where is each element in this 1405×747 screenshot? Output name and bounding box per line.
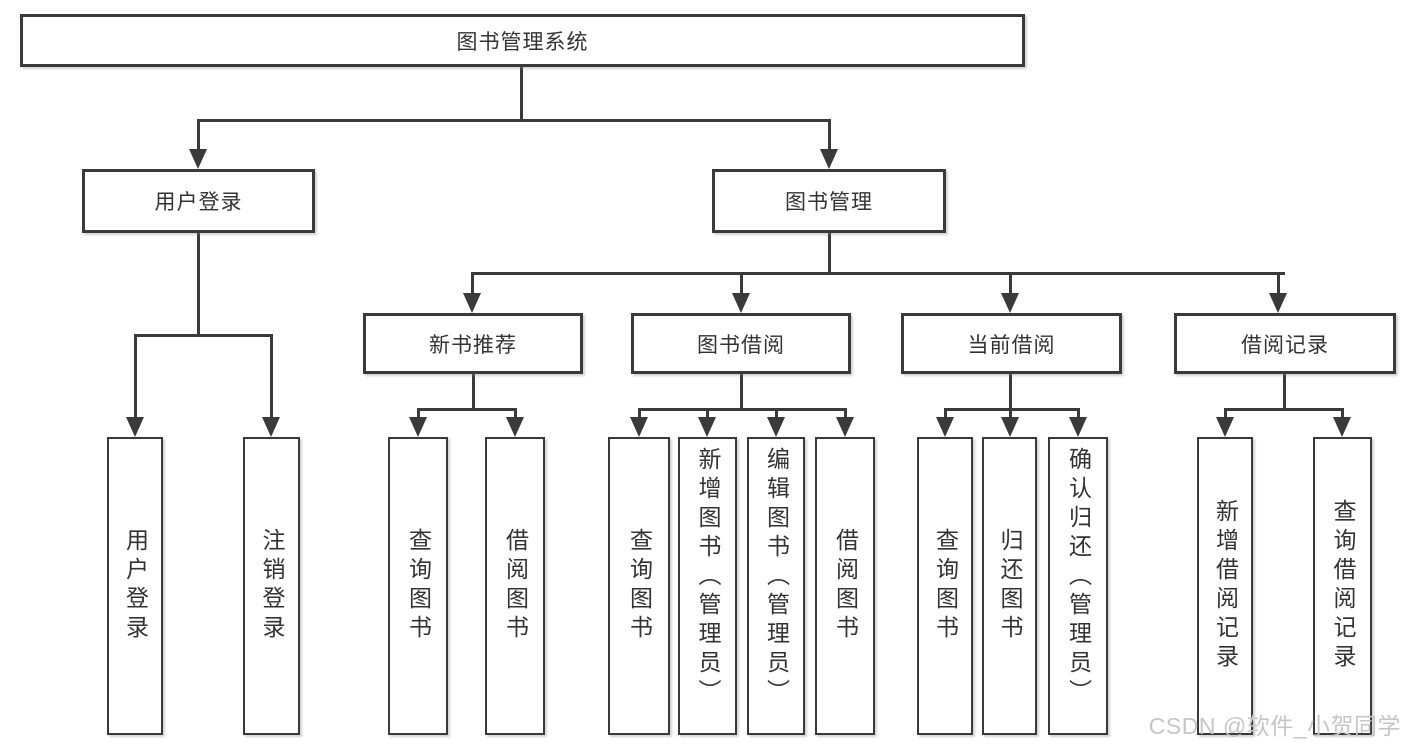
leaf-logout: 注销登录: [243, 437, 300, 735]
connector-root-horizontal: [197, 119, 830, 122]
connector-new-book-horizontal: [417, 408, 517, 411]
connector-leaf-line: [1341, 408, 1344, 420]
node-label: 确认归还（管理员）: [1065, 447, 1092, 708]
node-label: 查询图书: [626, 528, 653, 644]
arrowhead-down-icon: [1001, 293, 1019, 313]
arrowhead-down-icon: [409, 417, 427, 437]
node-book-borrow: 图书借阅: [631, 313, 851, 374]
arrowhead-down-icon: [1216, 417, 1234, 437]
connector-to-user-login: [197, 119, 200, 152]
arrowhead-down-icon: [836, 417, 854, 437]
node-label: 用户登录: [122, 528, 149, 644]
arrowhead-down-icon: [1333, 417, 1351, 437]
connector-user-login-horizontal: [134, 334, 273, 337]
leaf-user-login: 用户登录: [107, 437, 163, 735]
node-label: 编辑图书（管理员）: [763, 447, 790, 708]
node-label: 当前借阅: [967, 333, 1056, 357]
connector-current-horizontal: [944, 408, 1080, 411]
connector-current-stub: [1009, 374, 1012, 411]
node-label: 图书管理: [785, 191, 873, 214]
leaf-borrow-book: 借阅图书: [815, 437, 875, 735]
node-label: 借阅记录: [1241, 333, 1329, 357]
node-label: 新书推荐: [429, 333, 517, 357]
arrowhead-down-icon: [732, 293, 750, 313]
arrowhead-down-icon: [1001, 417, 1019, 437]
node-borrow-records: 借阅记录: [1174, 313, 1396, 374]
connector-leaf-line: [417, 408, 420, 420]
connector-leaf-line: [514, 408, 517, 420]
node-root-library-system: 图书管理系统: [20, 14, 1025, 67]
node-label: 用户登录: [154, 191, 243, 214]
connector-leaf-line: [944, 408, 947, 420]
arrowhead-down-icon: [936, 417, 954, 437]
node-label: 新增图书（管理员）: [695, 447, 721, 708]
connector-borrow-stub: [740, 374, 743, 411]
leaf-confirm-return-admin: 确认归还（管理员）: [1048, 437, 1108, 735]
arrowhead-down-icon: [698, 417, 716, 437]
node-label: 借阅图书: [832, 528, 859, 644]
connector-leaf-line: [706, 408, 709, 420]
node-label: 注销登录: [259, 528, 285, 644]
connector-to-new-book: [471, 272, 474, 296]
connector-records-stub: [1283, 374, 1286, 411]
arrowhead-down-icon: [767, 417, 785, 437]
leaf-borrow-book-newrec: 借阅图书: [485, 437, 545, 735]
node-label: 图书借阅: [697, 333, 785, 357]
arrowhead-down-icon: [820, 149, 838, 169]
node-new-book-rec: 新书推荐: [363, 313, 583, 374]
leaf-query-book-newrec: 查询图书: [388, 437, 448, 735]
leaf-edit-book-admin: 编辑图书（管理员）: [747, 437, 805, 735]
connector-to-leaf-user-login: [134, 334, 137, 420]
node-label: 新增借阅记录: [1212, 499, 1239, 673]
connector-borrow-horizontal: [638, 408, 847, 411]
arrowhead-down-icon: [262, 417, 280, 437]
connector-root-stub: [520, 67, 523, 120]
connector-leaf-line: [844, 408, 847, 420]
arrowhead-down-icon: [630, 417, 648, 437]
leaf-query-borrow-record: 查询借阅记录: [1313, 437, 1372, 735]
arrowhead-down-icon: [1069, 417, 1087, 437]
leaf-add-borrow-record: 新增借阅记录: [1197, 437, 1253, 735]
leaf-return-book: 归还图书: [982, 437, 1037, 735]
arrowhead-down-icon: [506, 417, 524, 437]
arrowhead-down-icon: [463, 293, 481, 313]
leaf-add-book-admin: 新增图书（管理员）: [678, 437, 737, 735]
node-label: 查询图书: [405, 528, 432, 644]
connector-records-horizontal: [1224, 408, 1343, 411]
arrowhead-down-icon: [189, 149, 207, 169]
node-user-login: 用户登录: [82, 169, 315, 233]
node-label: 查询图书: [932, 528, 959, 644]
csdn-watermark: CSDN @软件_小贺同学: [1148, 713, 1401, 739]
node-label: 图书管理系统: [456, 30, 589, 54]
arrowhead-down-icon: [126, 417, 144, 437]
connector-to-leaf-logout: [270, 334, 273, 420]
connector-leaf-line: [1009, 408, 1012, 420]
node-current-borrow: 当前借阅: [901, 313, 1122, 374]
connector-user-login-stub: [197, 233, 200, 337]
connector-to-book-mgmt: [828, 119, 831, 152]
leaf-query-book-current: 查询图书: [917, 437, 973, 735]
connector-to-records: [1277, 272, 1280, 296]
connector-to-borrow: [740, 272, 743, 296]
node-label: 归还图书: [997, 528, 1023, 644]
node-label: 查询借阅记录: [1330, 499, 1356, 673]
connector-leaf-line: [1077, 408, 1080, 420]
connector-leaf-line: [1224, 408, 1227, 420]
arrowhead-down-icon: [1269, 293, 1287, 313]
connector-to-current: [1009, 272, 1012, 296]
connector-book-mgmt-stub: [828, 233, 831, 275]
connector-leaf-line: [775, 408, 778, 420]
node-label: 借阅图书: [502, 528, 529, 644]
connector-leaf-line: [638, 408, 641, 420]
connector-book-mgmt-horizontal: [471, 272, 1285, 275]
leaf-query-book-borrow: 查询图书: [608, 437, 670, 735]
node-book-mgmt: 图书管理: [712, 169, 946, 233]
connector-new-book-stub: [472, 374, 475, 411]
